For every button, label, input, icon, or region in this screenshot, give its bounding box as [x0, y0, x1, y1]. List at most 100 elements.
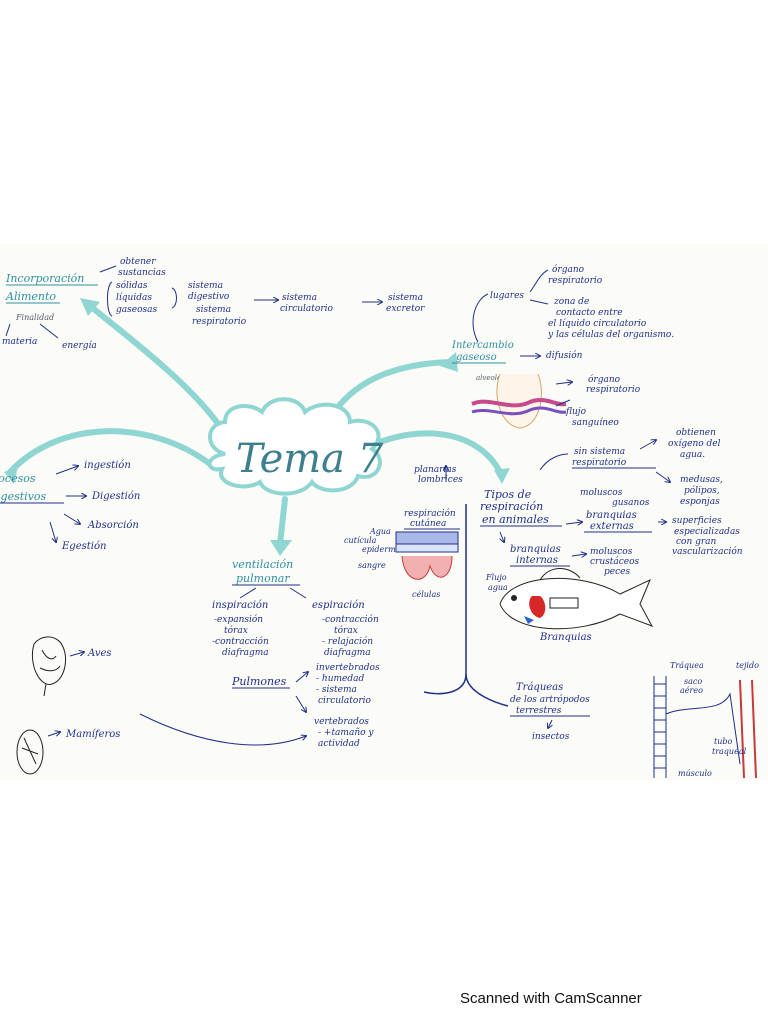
medusas-3: esponjas — [680, 497, 720, 507]
planarias-2: lombrices — [418, 475, 463, 485]
moluscos2-1: moluscos — [590, 547, 633, 557]
branq-int-2: internas — [516, 555, 558, 566]
tipos-title-3: en animales — [482, 513, 549, 526]
flujo-agua-1: Flujo — [485, 573, 507, 582]
obtienen-2: oxígeno del — [668, 438, 721, 449]
digestion-label: Digestión — [91, 491, 140, 502]
arrow-to-intercambio — [327, 359, 453, 422]
superficies-1: superficies — [672, 516, 722, 526]
sist-digestivo-2: digestivo — [188, 292, 230, 302]
incorporacion-title-1: Incorporación — [5, 272, 84, 285]
intercambio-branch: Intercambio gaseoso lugares órgano respi… — [451, 264, 674, 429]
sist-circulatorio-2: circulatorio — [280, 304, 334, 314]
insp-item-1: tórax — [224, 625, 248, 636]
agua-label: Agua — [369, 527, 391, 536]
sin-sistema-1: sin sistema — [574, 447, 625, 457]
ingestion-label: ingestión — [84, 460, 131, 471]
gaseosas-label: gaseosas — [116, 305, 157, 315]
arrow-to-procesos — [7, 428, 213, 475]
tejido-label: tejido — [736, 661, 759, 670]
absorcion-label: Absorción — [87, 520, 139, 531]
ventilacion-branch: ventilación pulmonar inspiración -expans… — [16, 558, 380, 775]
arrow-to-tipos — [377, 430, 503, 475]
musculo-label: músculo — [678, 769, 712, 778]
esp-item-3: diafragma — [324, 648, 371, 658]
intercambio-title-2: gaseoso — [456, 352, 497, 363]
superficies-2: especializadas — [674, 527, 740, 537]
planarias-1: planarias — [414, 465, 457, 475]
energia-label: energía — [62, 340, 97, 351]
liquidas-label: líquidas — [116, 292, 152, 303]
cutanea-2: cutánea — [410, 518, 446, 529]
difusion-label: difusión — [546, 350, 583, 361]
mind-map-scan: Tema 7 Incorporación Alimento Finalidad … — [0, 244, 768, 780]
sin-sistema-2: respiratorio — [572, 458, 627, 468]
skin-cross-section-drawing — [395, 531, 459, 580]
lugares-label: lugares — [490, 291, 524, 301]
sist-circulatorio-1: sistema — [282, 293, 317, 303]
incorporacion-branch: Incorporación Alimento Finalidad materia… — [2, 257, 425, 351]
saco-1: saco — [684, 677, 702, 686]
solidas-label: sólidas — [116, 280, 148, 291]
celulas-label: células — [412, 590, 440, 599]
pulmones-label: Pulmones — [231, 675, 287, 688]
arrow-to-ventilacion — [277, 496, 288, 547]
insp-item-0: -expansión — [214, 614, 263, 625]
sist-respiratorio-2: respiratorio — [192, 317, 247, 327]
mammal-lung-drawing — [16, 729, 44, 775]
traqueas-1: Tráqueas — [516, 682, 563, 693]
esp-item-0: -contracción — [322, 614, 379, 625]
tubo-1: tubo — [714, 737, 732, 746]
invert-item-1: - humedad — [316, 674, 364, 684]
superficies-4: vascularización — [672, 546, 743, 557]
medusas-2: pólipos, — [684, 485, 720, 496]
ventilacion-title-1: ventilación — [232, 558, 293, 571]
incorporacion-title-2: Alimento — [5, 290, 56, 303]
invert-item-0: invertebrados — [316, 663, 380, 673]
bird-lung-drawing — [32, 636, 67, 697]
insp-item-2: -contracción — [212, 636, 269, 647]
vert-item-1: - +tamaño y — [318, 728, 374, 738]
sist-excretor-1: sistema — [388, 293, 423, 303]
sist-respiratorio-1: sistema — [196, 305, 231, 315]
flujo-agua-2: agua — [488, 583, 508, 592]
sist-excretor-2: excretor — [386, 304, 425, 314]
insectos-label: insectos — [532, 732, 570, 742]
obtener-label-1: obtener — [120, 257, 156, 267]
mind-map: Tema 7 Incorporación Alimento Finalidad … — [0, 257, 759, 779]
finalidad-label: Finalidad — [15, 313, 54, 322]
ventilacion-title-2: pulmonar — [236, 572, 290, 585]
esp-item-1: tórax — [334, 625, 358, 636]
superficies-3: con gran — [676, 537, 717, 547]
branquias-label: Branquias — [539, 632, 592, 643]
tipos-title-2: respiración — [480, 500, 543, 513]
tracheal-system-drawing — [653, 676, 757, 779]
branq-int-1: branquias — [510, 544, 561, 555]
flujo-sang-2: sanguíneo — [572, 417, 619, 428]
esp-item-2: - relajación — [322, 636, 373, 647]
branq-ext-1: branquias — [586, 510, 637, 521]
zona-3: el líquido circulatorio — [548, 318, 647, 329]
zona-2: contacto entre — [556, 308, 623, 318]
mamiferos-label: Mamíferos — [65, 729, 120, 740]
fish-drawing — [499, 568, 654, 630]
obtienen-1: obtienen — [676, 428, 716, 438]
sist-digestivo-1: sistema — [188, 281, 223, 291]
teal-arrowheads — [4, 298, 510, 556]
cuticula-label: cutícula — [344, 536, 377, 545]
central-title: Tema 7 — [236, 436, 384, 482]
tipos-title-1: Tipos de — [484, 488, 532, 501]
vert-item-0: vertebrados — [314, 717, 369, 727]
sangre-label: sangre — [358, 561, 386, 570]
cutanea-1: respiración — [404, 508, 456, 519]
zona-4: y las células del organismo. — [547, 329, 674, 340]
materia-label: materia — [2, 337, 37, 347]
invert-item-3: circulatorio — [318, 696, 372, 706]
organo-1: órgano — [552, 264, 585, 275]
procesos-title-1: procesos — [0, 472, 36, 485]
moluscos2-3: peces — [604, 567, 630, 577]
aves-label: Aves — [87, 648, 112, 659]
tipos-branch: Tipos de respiración en animales planari… — [344, 428, 759, 779]
